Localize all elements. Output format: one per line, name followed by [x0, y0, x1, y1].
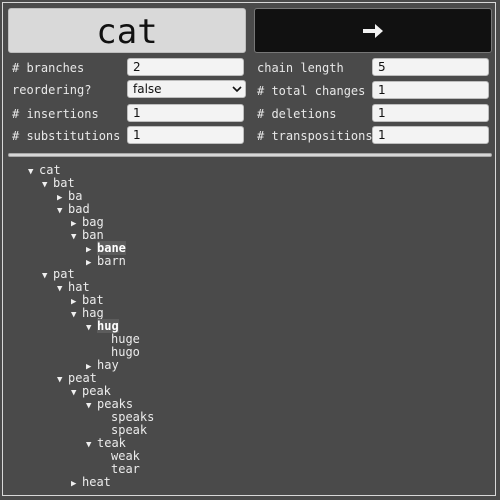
word-display[interactable]: cat: [8, 8, 246, 53]
tree-node[interactable]: ▶ba: [57, 189, 83, 204]
expanded-triangle-icon: ▼: [42, 271, 48, 281]
expanded-triangle-icon: ▼: [57, 375, 63, 385]
chevron-down-icon: [232, 86, 242, 93]
substitutions-label: # substitutions: [12, 129, 121, 143]
transpositions-input[interactable]: 1: [372, 126, 489, 144]
total-changes-label: # total changes: [257, 84, 366, 98]
expanded-triangle-icon: ▼: [71, 310, 77, 320]
tree-node[interactable]: ▼ hug: [86, 319, 119, 335]
tree-node[interactable]: ▼peaks: [86, 397, 134, 412]
collapsed-triangle-icon: ▶: [71, 297, 77, 307]
tree-leaf[interactable]: weak: [111, 449, 140, 463]
tree-leaf[interactable]: speaks: [111, 410, 155, 424]
tree-node[interactable]: ▼teak: [86, 436, 126, 451]
expanded-triangle-icon: ▼: [71, 232, 77, 242]
right-arrow-icon: [363, 23, 383, 38]
tree-node[interactable]: ▼bat: [42, 176, 75, 191]
insertions-input[interactable]: 1: [127, 104, 244, 122]
expanded-triangle-icon: ▼: [86, 323, 92, 333]
tree-leaf[interactable]: hugo: [111, 345, 140, 359]
highlighted-word: hug: [97, 319, 119, 333]
reordering-select[interactable]: false: [127, 80, 246, 98]
expanded-triangle-icon: ▼: [86, 401, 92, 411]
insertions-label: # insertions: [12, 107, 99, 121]
generate-button[interactable]: [254, 8, 492, 53]
tree-node[interactable]: ▶bat: [71, 293, 104, 308]
expanded-triangle-icon: ▼: [86, 440, 92, 450]
branches-input[interactable]: 2: [127, 58, 244, 76]
deletions-input[interactable]: 1: [372, 104, 489, 122]
deletions-label: # deletions: [257, 107, 337, 121]
highlighted-word: bane: [97, 241, 126, 255]
chain-length-input[interactable]: 5: [372, 58, 489, 76]
tree-node[interactable]: ▼cat: [28, 163, 61, 178]
tree-leaf[interactable]: huge: [111, 332, 140, 346]
tree-node[interactable]: ▼hag: [71, 306, 104, 321]
expanded-triangle-icon: ▼: [71, 388, 77, 398]
transpositions-label: # transpositions: [257, 129, 373, 143]
tree-node[interactable]: ▶barn: [86, 254, 126, 269]
tree-node[interactable]: ▼ban: [71, 228, 104, 243]
tree-node[interactable]: ▼hat: [57, 280, 90, 295]
total-changes-input[interactable]: 1: [372, 81, 489, 99]
tree-leaf[interactable]: speak: [111, 423, 148, 437]
tree-node[interactable]: ▶bag: [71, 215, 104, 230]
branches-label: # branches: [12, 61, 85, 75]
collapsed-triangle-icon: ▶: [86, 362, 92, 372]
expanded-triangle-icon: ▼: [57, 284, 63, 294]
tree-node[interactable]: ▶heat: [71, 475, 111, 490]
tree-node[interactable]: ▼peat: [57, 371, 97, 386]
reordering-label: reordering?: [12, 83, 92, 97]
collapsed-triangle-icon: ▶: [86, 258, 92, 268]
tree-node[interactable]: ▶ bane: [86, 241, 126, 257]
reordering-value: false: [133, 81, 162, 96]
collapsed-triangle-icon: ▶: [71, 479, 77, 489]
collapsed-triangle-icon: ▶: [57, 193, 63, 203]
chain-length-label: chain length: [257, 61, 344, 75]
tree-leaf[interactable]: tear: [111, 462, 140, 476]
tree-node[interactable]: ▼peak: [71, 384, 111, 399]
substitutions-input[interactable]: 1: [127, 126, 244, 144]
expanded-triangle-icon: ▼: [42, 180, 48, 190]
tree-node[interactable]: ▼pat: [42, 267, 75, 282]
divider[interactable]: [8, 153, 492, 157]
tree-node[interactable]: ▼bad: [57, 202, 90, 217]
expanded-triangle-icon: ▼: [28, 167, 34, 177]
collapsed-triangle-icon: ▶: [86, 245, 92, 255]
tree-node[interactable]: ▶hay: [86, 358, 119, 373]
expanded-triangle-icon: ▼: [57, 206, 63, 216]
collapsed-triangle-icon: ▶: [71, 219, 77, 229]
app-frame: [2, 2, 496, 496]
